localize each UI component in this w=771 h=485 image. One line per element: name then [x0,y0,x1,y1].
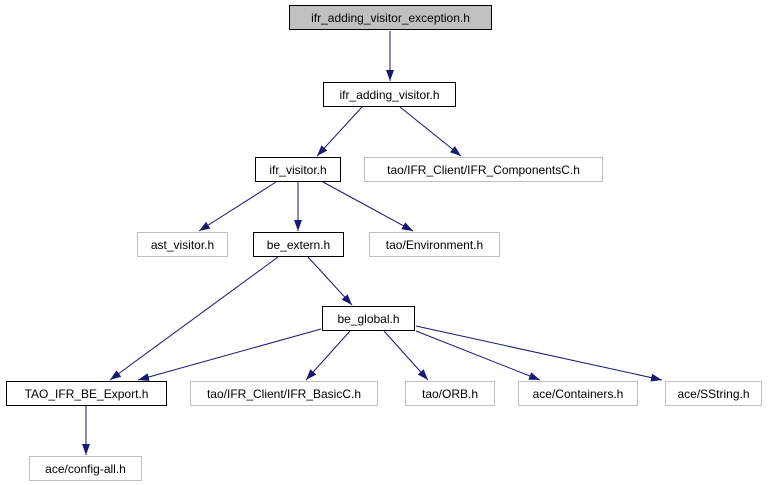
edge-be_global_h-to-sstring_h [415,325,663,382]
edge-ifr_visitor_h-to-ast_visitor_h [198,181,277,232]
edge-be_global_h-to-containers_h [415,330,541,381]
edge-be_extern_h-to-tao_ifr_be_export_h [109,256,279,381]
graph-node-ifr_basicc_h: tao/IFR_Client/IFR_BasicC.h [190,381,378,406]
graph-node-be_extern_h[interactable]: be_extern.h [253,232,344,257]
edge-be_global_h-to-orb_h [383,330,429,381]
graph-node-ast_visitor_h: ast_visitor.h [137,232,228,257]
edge-layer [82,31,663,455]
graph-node-environment_h: tao/Environment.h [369,232,500,257]
graph-node-config_all_h: ace/config-all.h [29,456,142,481]
graph-node-ifr_adding_visitor_exception_h: ifr_adding_visitor_exception.h [289,5,492,30]
graph-node-ifr_visitor_h[interactable]: ifr_visitor.h [255,157,341,182]
graph-node-orb_h: tao/ORB.h [405,381,495,406]
graph-node-ifr_componentsc_h: tao/IFR_Client/IFR_ComponentsC.h [364,157,603,182]
edge-be_extern_h-to-be_global_h [307,256,353,306]
graph-node-tao_ifr_be_export_h[interactable]: TAO_IFR_BE_Export.h [6,381,167,406]
graph-node-sstring_h: ace/SString.h [665,381,762,406]
graph-node-containers_h: ace/Containers.h [518,381,638,406]
graph-node-ifr_adding_visitor_h[interactable]: ifr_adding_visitor.h [323,82,456,107]
edge-ifr_adding_visitor_h-to-ifr_visitor_h [316,106,363,157]
edge-be_global_h-to-ifr_basicc_h [305,330,351,381]
edge-ifr_visitor_h-to-environment_h [322,181,414,232]
edge-be_global_h-to-tao_ifr_be_export_h [137,328,322,381]
graph-node-be_global_h[interactable]: be_global.h [322,306,415,331]
edge-ifr_adding_visitor_h-to-ifr_componentsc_h [399,106,462,157]
